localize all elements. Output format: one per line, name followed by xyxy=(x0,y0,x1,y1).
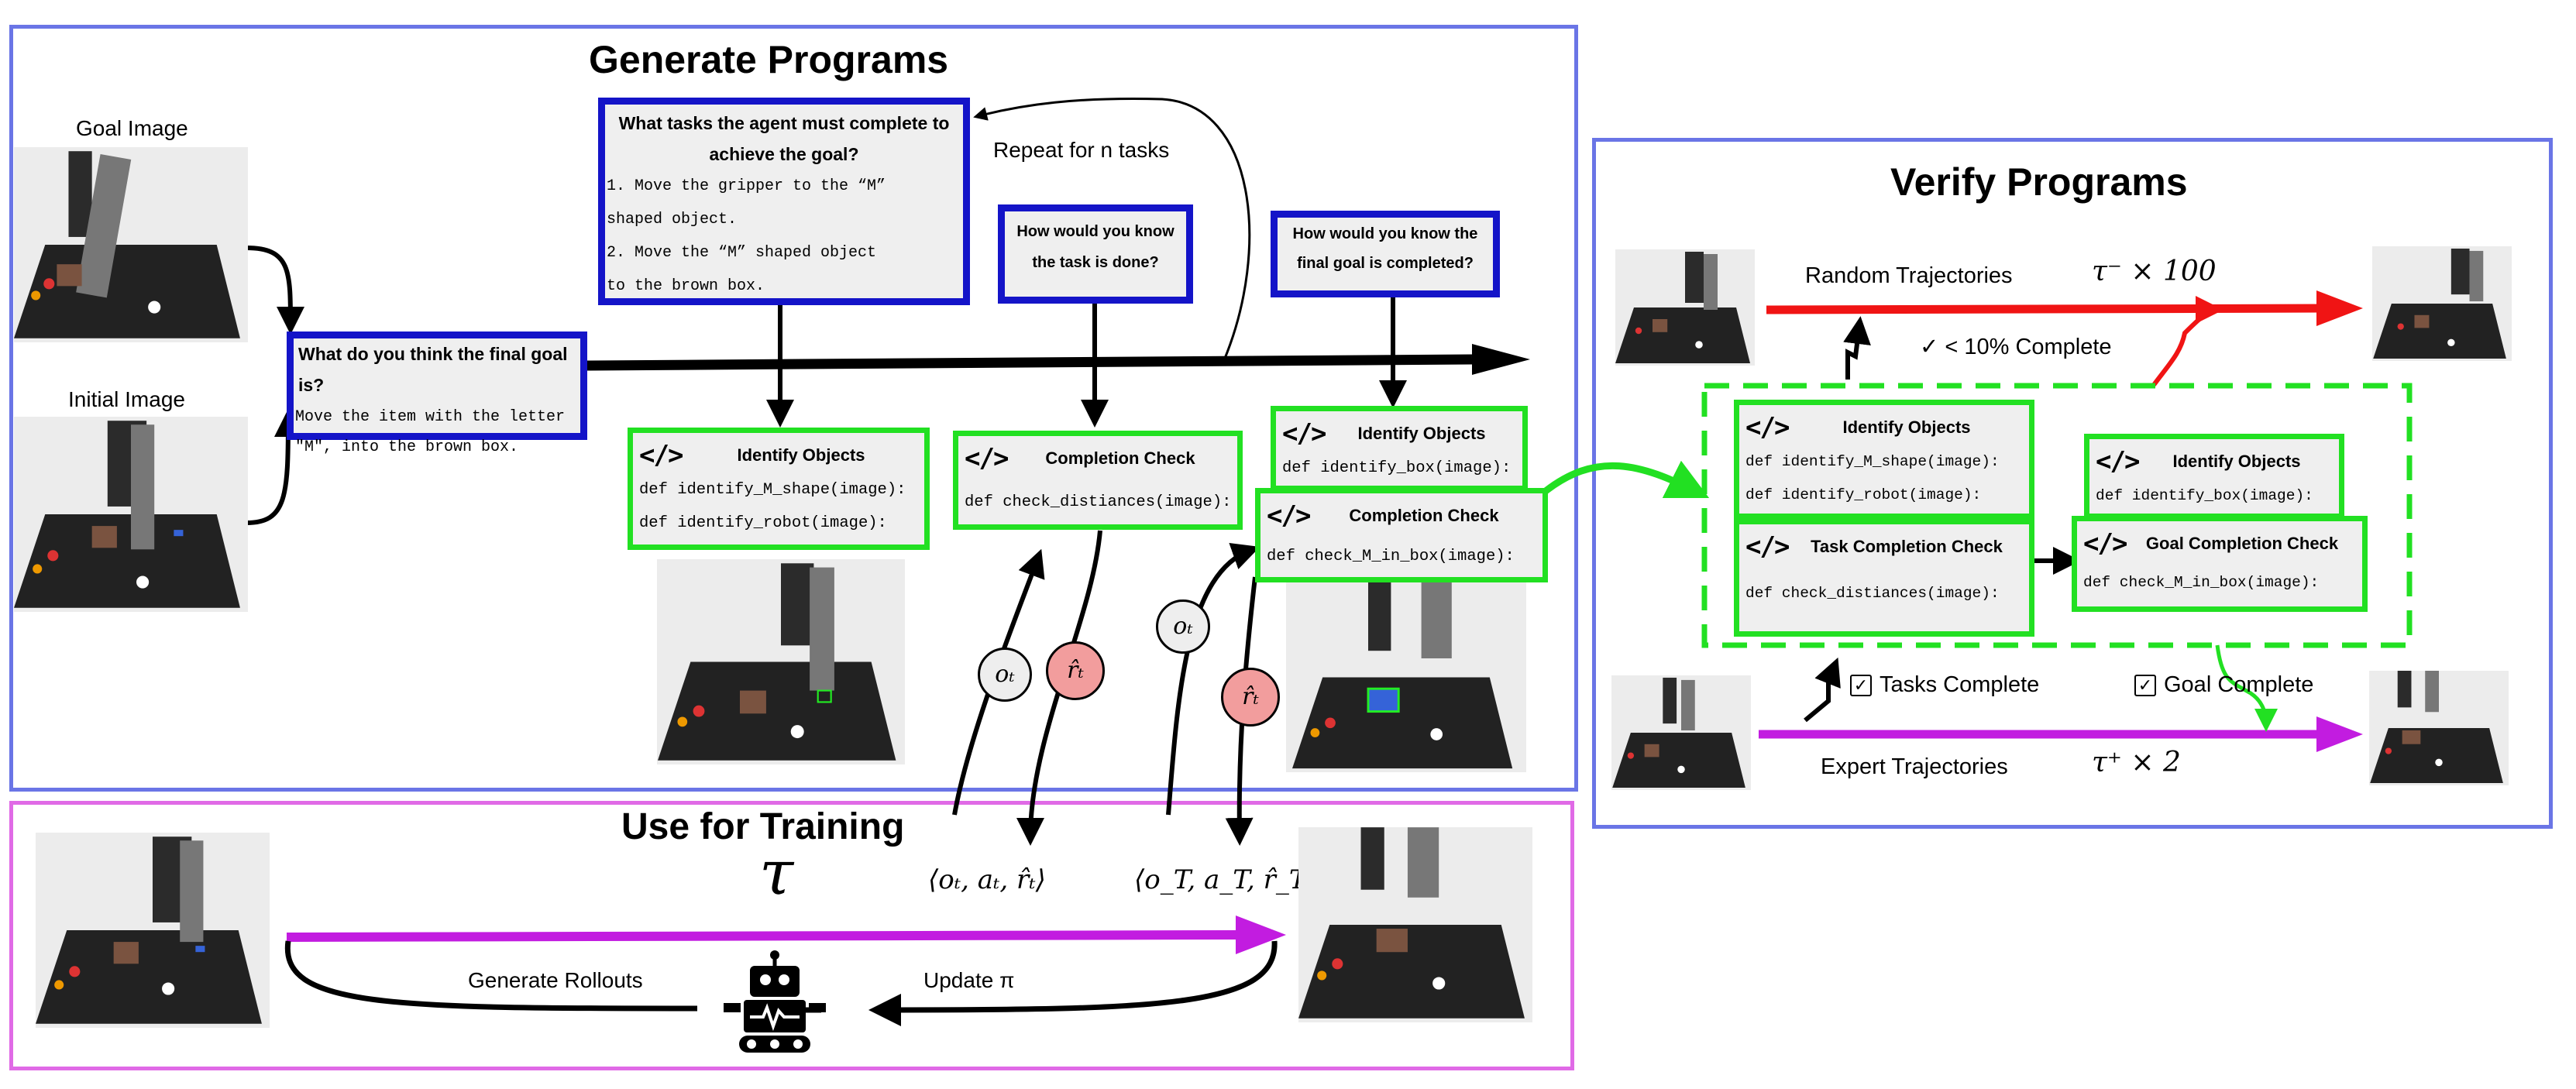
random-complete-label: ✓ < 10% Complete xyxy=(1920,335,2112,359)
completion-check-program-1: </>Completion Check def check_distiances… xyxy=(953,431,1243,530)
checkbox-checked-icon: ✓ xyxy=(2134,675,2156,697)
task-done-question-box: How would you know the task is done? xyxy=(998,204,1193,304)
completion-check-scene xyxy=(1286,582,1526,772)
code-icon: </> xyxy=(1267,500,1311,531)
goal-done-question-box: How would you know the final goal is com… xyxy=(1271,211,1500,297)
verify-programs-panel xyxy=(1592,138,2553,829)
expert-count-label: τ⁺ × 2 xyxy=(2092,747,2181,778)
verify-task-completion-check: </>Task Completion Check def check_disti… xyxy=(1734,519,2034,637)
verify-identify-objects-b: </>Identify Objects def identify_box(ima… xyxy=(2084,434,2344,519)
transition-tuple-final: ⟨o_T, a_T, r̂_T⟩ xyxy=(1134,864,1317,895)
generate-programs-panel xyxy=(9,25,1578,792)
generate-programs-title: Generate Programs xyxy=(589,38,949,81)
main-timeline-arrow xyxy=(586,344,1530,375)
training-end-image xyxy=(1298,827,1532,1022)
code-icon: </> xyxy=(639,440,683,471)
expert-end-image xyxy=(2369,671,2509,785)
random-end-image xyxy=(2372,246,2512,361)
initial-image xyxy=(14,417,248,612)
code-icon: </> xyxy=(1745,412,1790,443)
verify-programs-title: Verify Programs xyxy=(1890,160,2188,204)
reward-circle: r̂ₜ xyxy=(1046,641,1105,700)
use-for-training-title: Use for Training xyxy=(621,806,905,847)
completion-check-program-2: </>Completion Check def check_M_in_box(i… xyxy=(1255,488,1548,582)
random-trajectory-arrow xyxy=(1766,290,2363,326)
tasks-question-box: What tasks the agent must complete to ac… xyxy=(598,98,970,305)
verify-goal-completion-check: </>Goal Completion Check def check_M_in_… xyxy=(2072,516,2368,612)
random-trajectories-label: Random Trajectories xyxy=(1805,263,2013,288)
goal-image-label: Goal Image xyxy=(76,116,188,140)
tau-trajectory-arrow xyxy=(286,916,1286,954)
code-icon: </> xyxy=(2083,528,2127,559)
random-start-image xyxy=(1615,249,1755,366)
verify-identify-objects-a: </>Identify Objects def identify_M_shape… xyxy=(1734,400,2034,519)
observation-circle: oₜ xyxy=(978,648,1032,702)
identify-objects-program-2: </>Identify Objects def identify_box(ima… xyxy=(1271,406,1528,491)
tasks-complete-label: ✓Tasks Complete xyxy=(1850,672,2039,698)
expert-trajectories-label: Expert Trajectories xyxy=(1821,754,2008,779)
initial-to-final-arrow xyxy=(246,409,302,525)
generate-rollouts-label: Generate Rollouts xyxy=(468,968,643,992)
tau-symbol: τ xyxy=(759,837,794,909)
repeat-label: Repeat for n tasks xyxy=(993,138,1170,162)
expert-trajectory-arrow xyxy=(1759,716,2363,752)
robot-agent-icon xyxy=(724,950,826,1053)
training-start-image xyxy=(36,833,270,1028)
identify-objects-program-1: </>Identify Objects def identify_M_shape… xyxy=(628,428,930,550)
goal-image xyxy=(14,147,248,342)
transition-tuple-t: ⟨oₜ, aₜ, r̂ₜ⟩ xyxy=(928,864,1046,895)
random-count-label: τ⁻ × 100 xyxy=(2092,256,2217,287)
goal-to-final-arrow xyxy=(246,246,304,335)
verify-program-cluster xyxy=(1701,383,2413,648)
repeat-curve xyxy=(973,97,1251,361)
expert-start-image xyxy=(1611,675,1751,790)
initial-image-label: Initial Image xyxy=(68,387,185,411)
final-goal-question-box: What do you think the final goal is? Mov… xyxy=(287,332,587,456)
code-icon: </> xyxy=(965,443,1009,474)
use-for-training-panel xyxy=(9,801,1574,1070)
identify-objects-scene xyxy=(657,559,905,764)
goal-complete-label: ✓Goal Complete xyxy=(2134,672,2313,698)
checkbox-checked-icon: ✓ xyxy=(1850,675,1872,697)
code-icon: </> xyxy=(1745,531,1790,562)
code-icon: </> xyxy=(2096,446,2140,477)
observation-circle-final: oₜ xyxy=(1156,599,1210,654)
update-pi-label: Update π xyxy=(923,968,1015,992)
reward-circle-final: r̂ₜ xyxy=(1221,668,1280,727)
code-icon: </> xyxy=(1282,418,1326,449)
